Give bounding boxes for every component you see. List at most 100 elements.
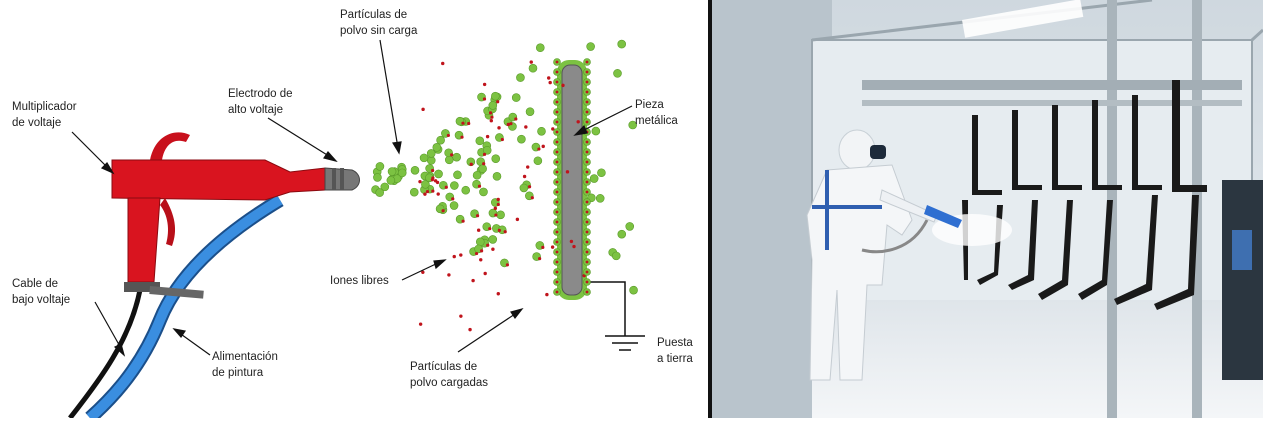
powder-coating-booth-photo bbox=[712, 0, 1263, 418]
attached-ion bbox=[555, 180, 559, 184]
free-ion bbox=[482, 82, 487, 87]
free-ion bbox=[469, 162, 473, 166]
powder-particle bbox=[434, 169, 443, 179]
charged-particle-dot bbox=[444, 185, 448, 189]
free-ion bbox=[433, 179, 438, 183]
charged-particle-dot bbox=[509, 122, 513, 126]
powder-particle bbox=[491, 91, 500, 101]
attached-ion bbox=[585, 100, 589, 104]
charged-particle-dot bbox=[461, 121, 465, 125]
powder-particle bbox=[535, 43, 545, 53]
free-ion bbox=[489, 119, 494, 123]
charged-particle-dot bbox=[494, 213, 498, 217]
free-ion bbox=[524, 125, 528, 129]
powder-particle bbox=[586, 42, 595, 51]
powder-particle bbox=[410, 165, 420, 175]
charged-particle-dot bbox=[488, 227, 492, 231]
free-ion bbox=[447, 273, 451, 277]
free-ion bbox=[572, 244, 576, 249]
powder-particle bbox=[461, 185, 471, 195]
attached-ion bbox=[585, 120, 589, 124]
powder-particle bbox=[491, 154, 501, 164]
attached-ion bbox=[555, 110, 559, 114]
charged-particle-dot bbox=[496, 202, 500, 207]
charged-particle-dot bbox=[460, 135, 464, 139]
free-ion bbox=[565, 170, 570, 174]
low-voltage-cable bbox=[68, 289, 143, 420]
powder-particle bbox=[472, 170, 482, 180]
attached-ion bbox=[555, 210, 559, 214]
charged-particle-dot bbox=[431, 189, 435, 193]
charged-particle-dot bbox=[537, 147, 541, 151]
uncharged-particles-label-2: polvo sin carga bbox=[340, 25, 418, 37]
attached-ion bbox=[585, 240, 589, 244]
charged-particle-dot bbox=[461, 219, 465, 223]
charged-particle-dot bbox=[441, 209, 445, 213]
attached-ion bbox=[555, 200, 559, 204]
paint-feed-label-1: Alimentación bbox=[212, 351, 278, 363]
attached-ion bbox=[555, 230, 559, 234]
charged-particle-dot bbox=[451, 197, 455, 201]
free-ion bbox=[418, 322, 423, 326]
powder-particle bbox=[380, 182, 390, 192]
attached-ion bbox=[585, 170, 589, 174]
attached-ion bbox=[585, 60, 589, 64]
free-ion bbox=[569, 239, 574, 244]
attached-ion bbox=[585, 80, 589, 84]
attached-ion bbox=[555, 290, 559, 294]
electrode-label-1: Electrodo de bbox=[228, 88, 293, 100]
ground-label-1: Puesta bbox=[657, 337, 693, 349]
charged-particles-label-1: Partículas de bbox=[410, 361, 477, 373]
powder-particle bbox=[613, 69, 622, 78]
ground-symbol-icon bbox=[605, 335, 645, 351]
free-ions bbox=[418, 60, 586, 332]
free-ion bbox=[421, 107, 425, 112]
charged-particle-dot bbox=[497, 228, 501, 233]
powder-particle bbox=[488, 101, 498, 110]
powder-particle bbox=[479, 187, 488, 197]
free-ion bbox=[547, 76, 551, 80]
powder-particle bbox=[519, 183, 529, 193]
attached-ion bbox=[555, 220, 559, 224]
free-ion bbox=[436, 192, 440, 196]
metal-part bbox=[557, 60, 587, 300]
free-ion bbox=[551, 127, 555, 131]
attached-ion bbox=[585, 200, 589, 204]
free-ion bbox=[576, 120, 580, 124]
powder-particle bbox=[629, 285, 638, 295]
attached-ion bbox=[585, 210, 589, 214]
charged-particle-dot bbox=[496, 100, 500, 104]
powder-particle bbox=[482, 145, 492, 155]
powder-particle bbox=[426, 149, 436, 158]
charged-particle-dot bbox=[474, 251, 479, 256]
spray-gun bbox=[111, 132, 360, 299]
free-ion bbox=[479, 258, 483, 262]
attached-ion bbox=[585, 140, 589, 144]
powder-particle bbox=[492, 172, 502, 181]
powder-particle bbox=[375, 188, 384, 197]
attached-ion bbox=[555, 80, 559, 84]
charged-particle-dot bbox=[446, 133, 451, 138]
free-ion bbox=[459, 253, 463, 257]
powder-particle bbox=[421, 180, 430, 189]
low-voltage-cable-label-1: Cable de bbox=[12, 278, 58, 290]
charged-particle-dot bbox=[480, 249, 484, 253]
attached-ion bbox=[585, 160, 589, 164]
powder-particle bbox=[432, 143, 442, 152]
free-ion bbox=[529, 60, 533, 64]
powder-particle bbox=[597, 168, 606, 178]
powder-particle bbox=[516, 73, 525, 82]
charged-particle-dot bbox=[477, 184, 482, 188]
powder-particle bbox=[475, 237, 485, 247]
attached-ion bbox=[585, 110, 589, 114]
attached-ion bbox=[555, 260, 559, 264]
electrostatic-powder-coating-diagram: Partículas de polvo sin carga Multiplica… bbox=[12, 9, 694, 423]
powder-particle bbox=[478, 164, 487, 174]
free-ion bbox=[497, 126, 501, 130]
attached-ion bbox=[585, 290, 589, 294]
charged-particle-dot bbox=[530, 196, 534, 200]
charged-particle-dot bbox=[482, 152, 487, 156]
low-voltage-cable-label-2: bajo voltaje bbox=[12, 294, 70, 306]
powder-particle bbox=[537, 126, 546, 136]
attached-ion bbox=[555, 140, 559, 144]
